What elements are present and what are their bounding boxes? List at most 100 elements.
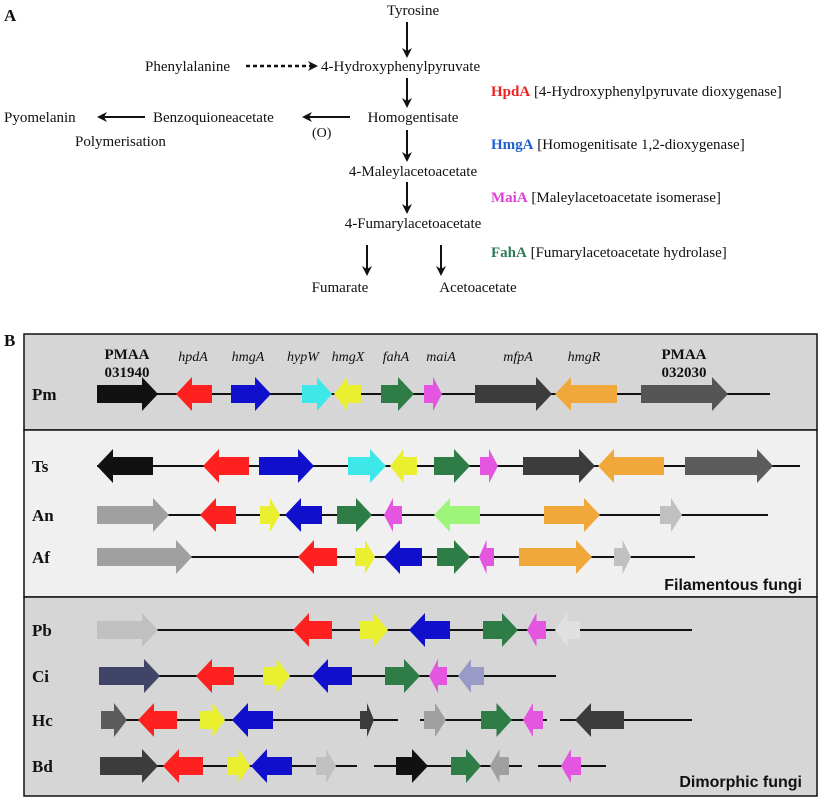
gene-arrow-black	[97, 377, 158, 411]
gene-arrow-pmgray	[641, 377, 728, 411]
gene-arrow-gray	[490, 749, 509, 783]
gene-header-faha: fahA	[383, 350, 410, 365]
gene-header-hmga: hmgA	[232, 350, 265, 365]
gene-arrow-lightgray	[316, 749, 336, 783]
gene-arrow-magenta	[561, 749, 581, 783]
gene-arrow-red	[293, 613, 332, 647]
node-fumarate: Fumarate	[312, 280, 369, 296]
gene-arrow-yellow	[227, 749, 250, 783]
gene-arrow-blue	[312, 659, 352, 693]
enzyme-name: [Homogenitisate 1,2-dioxygenase]	[537, 137, 744, 153]
enzyme-faha: FahA [Fumarylacetoacetate hydrolase]	[491, 245, 727, 261]
pmaa-line: 032030	[662, 365, 707, 381]
gene-arrow-gray	[97, 498, 169, 532]
gene-arrow-red	[200, 498, 236, 532]
gene-arrow-lightgray	[97, 613, 158, 647]
enzyme-abbr: HpdA	[491, 84, 530, 100]
gene-header-hmgx: hmgX	[332, 350, 365, 365]
gene-arrow-magenta	[523, 703, 543, 737]
gene-arrow-blue	[232, 703, 273, 737]
gene-arrow-lavender	[458, 659, 484, 693]
label-oxidation: (O)	[312, 126, 332, 141]
gene-arrow-lightgray	[660, 498, 682, 532]
gene-arrow-orange	[598, 449, 664, 483]
gene-arrow-magenta	[424, 377, 442, 411]
gene-arrow-cyan	[348, 449, 386, 483]
gene-arrow-magenta	[429, 659, 447, 693]
gene-arrow-yellow	[334, 377, 361, 411]
gene-arrow-blue	[231, 377, 271, 411]
node-tyrosine: Tyrosine	[387, 3, 440, 19]
gene-arrow-green	[483, 613, 518, 647]
gene-arrow-magenta	[479, 540, 494, 574]
node-fumarylacetoacetate: 4-Fumarylacetoacetate	[345, 216, 482, 232]
enzyme-hpda: HpdA [4-Hydroxyphenylpyruvate dioxygenas…	[491, 84, 782, 100]
pm-box	[23, 333, 818, 431]
gene-arrow-magenta	[384, 498, 402, 532]
enzyme-abbr: MaiA	[491, 190, 528, 206]
organism-row-bd: Bd	[32, 749, 606, 783]
gene-arrow-orange	[555, 377, 617, 411]
enzyme-abbr: FahA	[491, 245, 527, 261]
gene-arrow-red	[196, 659, 234, 693]
organism-label: Pb	[32, 621, 52, 640]
node-homogentisate: Homogentisate	[368, 110, 459, 126]
gene-arrow-blue	[285, 498, 322, 532]
gene-arrow-darkgray	[360, 703, 374, 737]
gene-arrow-green	[451, 749, 481, 783]
group-label-dimorphic: Dimorphic fungi	[679, 774, 802, 791]
gene-header-mfpa: mfpA	[503, 350, 533, 365]
gene-arrow-midgray	[101, 703, 127, 737]
gene-arrow-green	[385, 659, 420, 693]
gene-header-hpda: hpdA	[178, 350, 208, 365]
gene-arrow-yellow	[260, 498, 280, 532]
panel-a-label: A	[4, 6, 17, 25]
gene-arrow-blue	[409, 613, 450, 647]
gene-arrow-palegray	[555, 613, 580, 647]
node-pyomelanin: Pyomelanin	[4, 110, 76, 126]
gene-arrow-yellow	[390, 449, 417, 483]
enzyme-hmga: HmgA [Homogenitisate 1,2-dioxygenase]	[491, 137, 745, 153]
gene-arrow-lightgreen	[434, 498, 480, 532]
organism-label: Bd	[32, 757, 53, 776]
organism-label: Hc	[32, 711, 53, 730]
gene-arrow-midgray	[685, 449, 773, 483]
enzyme-abbr: HmgA	[491, 137, 534, 153]
gene-arrow-black	[396, 749, 428, 783]
gene-arrow-green	[434, 449, 470, 483]
gene-arrow-blue	[251, 749, 292, 783]
organism-row-pb: Pb	[32, 613, 692, 647]
node-maleylacetoacetate: 4-Maleylacetoacetate	[349, 164, 478, 180]
gene-arrow-red	[203, 449, 249, 483]
organism-row-ci: Ci	[32, 659, 556, 693]
gene-arrow-black	[97, 449, 153, 483]
organism-label: An	[32, 506, 54, 525]
gene-arrow-magenta	[480, 449, 498, 483]
gene-header-hmgr: hmgR	[568, 350, 601, 365]
enzyme-name: [4-Hydroxyphenylpyruvate dioxygenase]	[534, 84, 782, 100]
organism-row-pm: Pm	[32, 377, 770, 411]
gene-arrow-red	[138, 703, 177, 737]
gene-arrow-red	[298, 540, 337, 574]
gene-arrow-blue	[384, 540, 422, 574]
gene-arrow-orange	[544, 498, 600, 532]
organism-label: Af	[32, 548, 50, 567]
organism-label: Ci	[32, 667, 49, 686]
gene-header-maia: maiA	[426, 350, 456, 365]
panel-b-label: B	[4, 331, 15, 350]
node-benzoquinoneacetate: Benzoquioneacetate	[153, 110, 274, 126]
gene-arrow-darkgray	[100, 749, 158, 783]
organism-row-af: Af	[32, 540, 695, 574]
organism-row-hc: Hc	[32, 703, 692, 737]
enzyme-name: [Fumarylacetoacetate hydrolase]	[531, 245, 727, 261]
label-polymerisation: Polymerisation	[75, 134, 166, 150]
gene-arrow-darkgray	[475, 377, 552, 411]
gene-arrow-slate	[99, 659, 160, 693]
enzyme-name: [Maleylacetoacetate isomerase]	[531, 190, 720, 206]
node-phenylalanine: Phenylalanine	[145, 59, 230, 75]
gene-arrow-yellow	[360, 613, 388, 647]
gene-arrow-green	[481, 703, 512, 737]
gene-arrow-green	[337, 498, 372, 532]
